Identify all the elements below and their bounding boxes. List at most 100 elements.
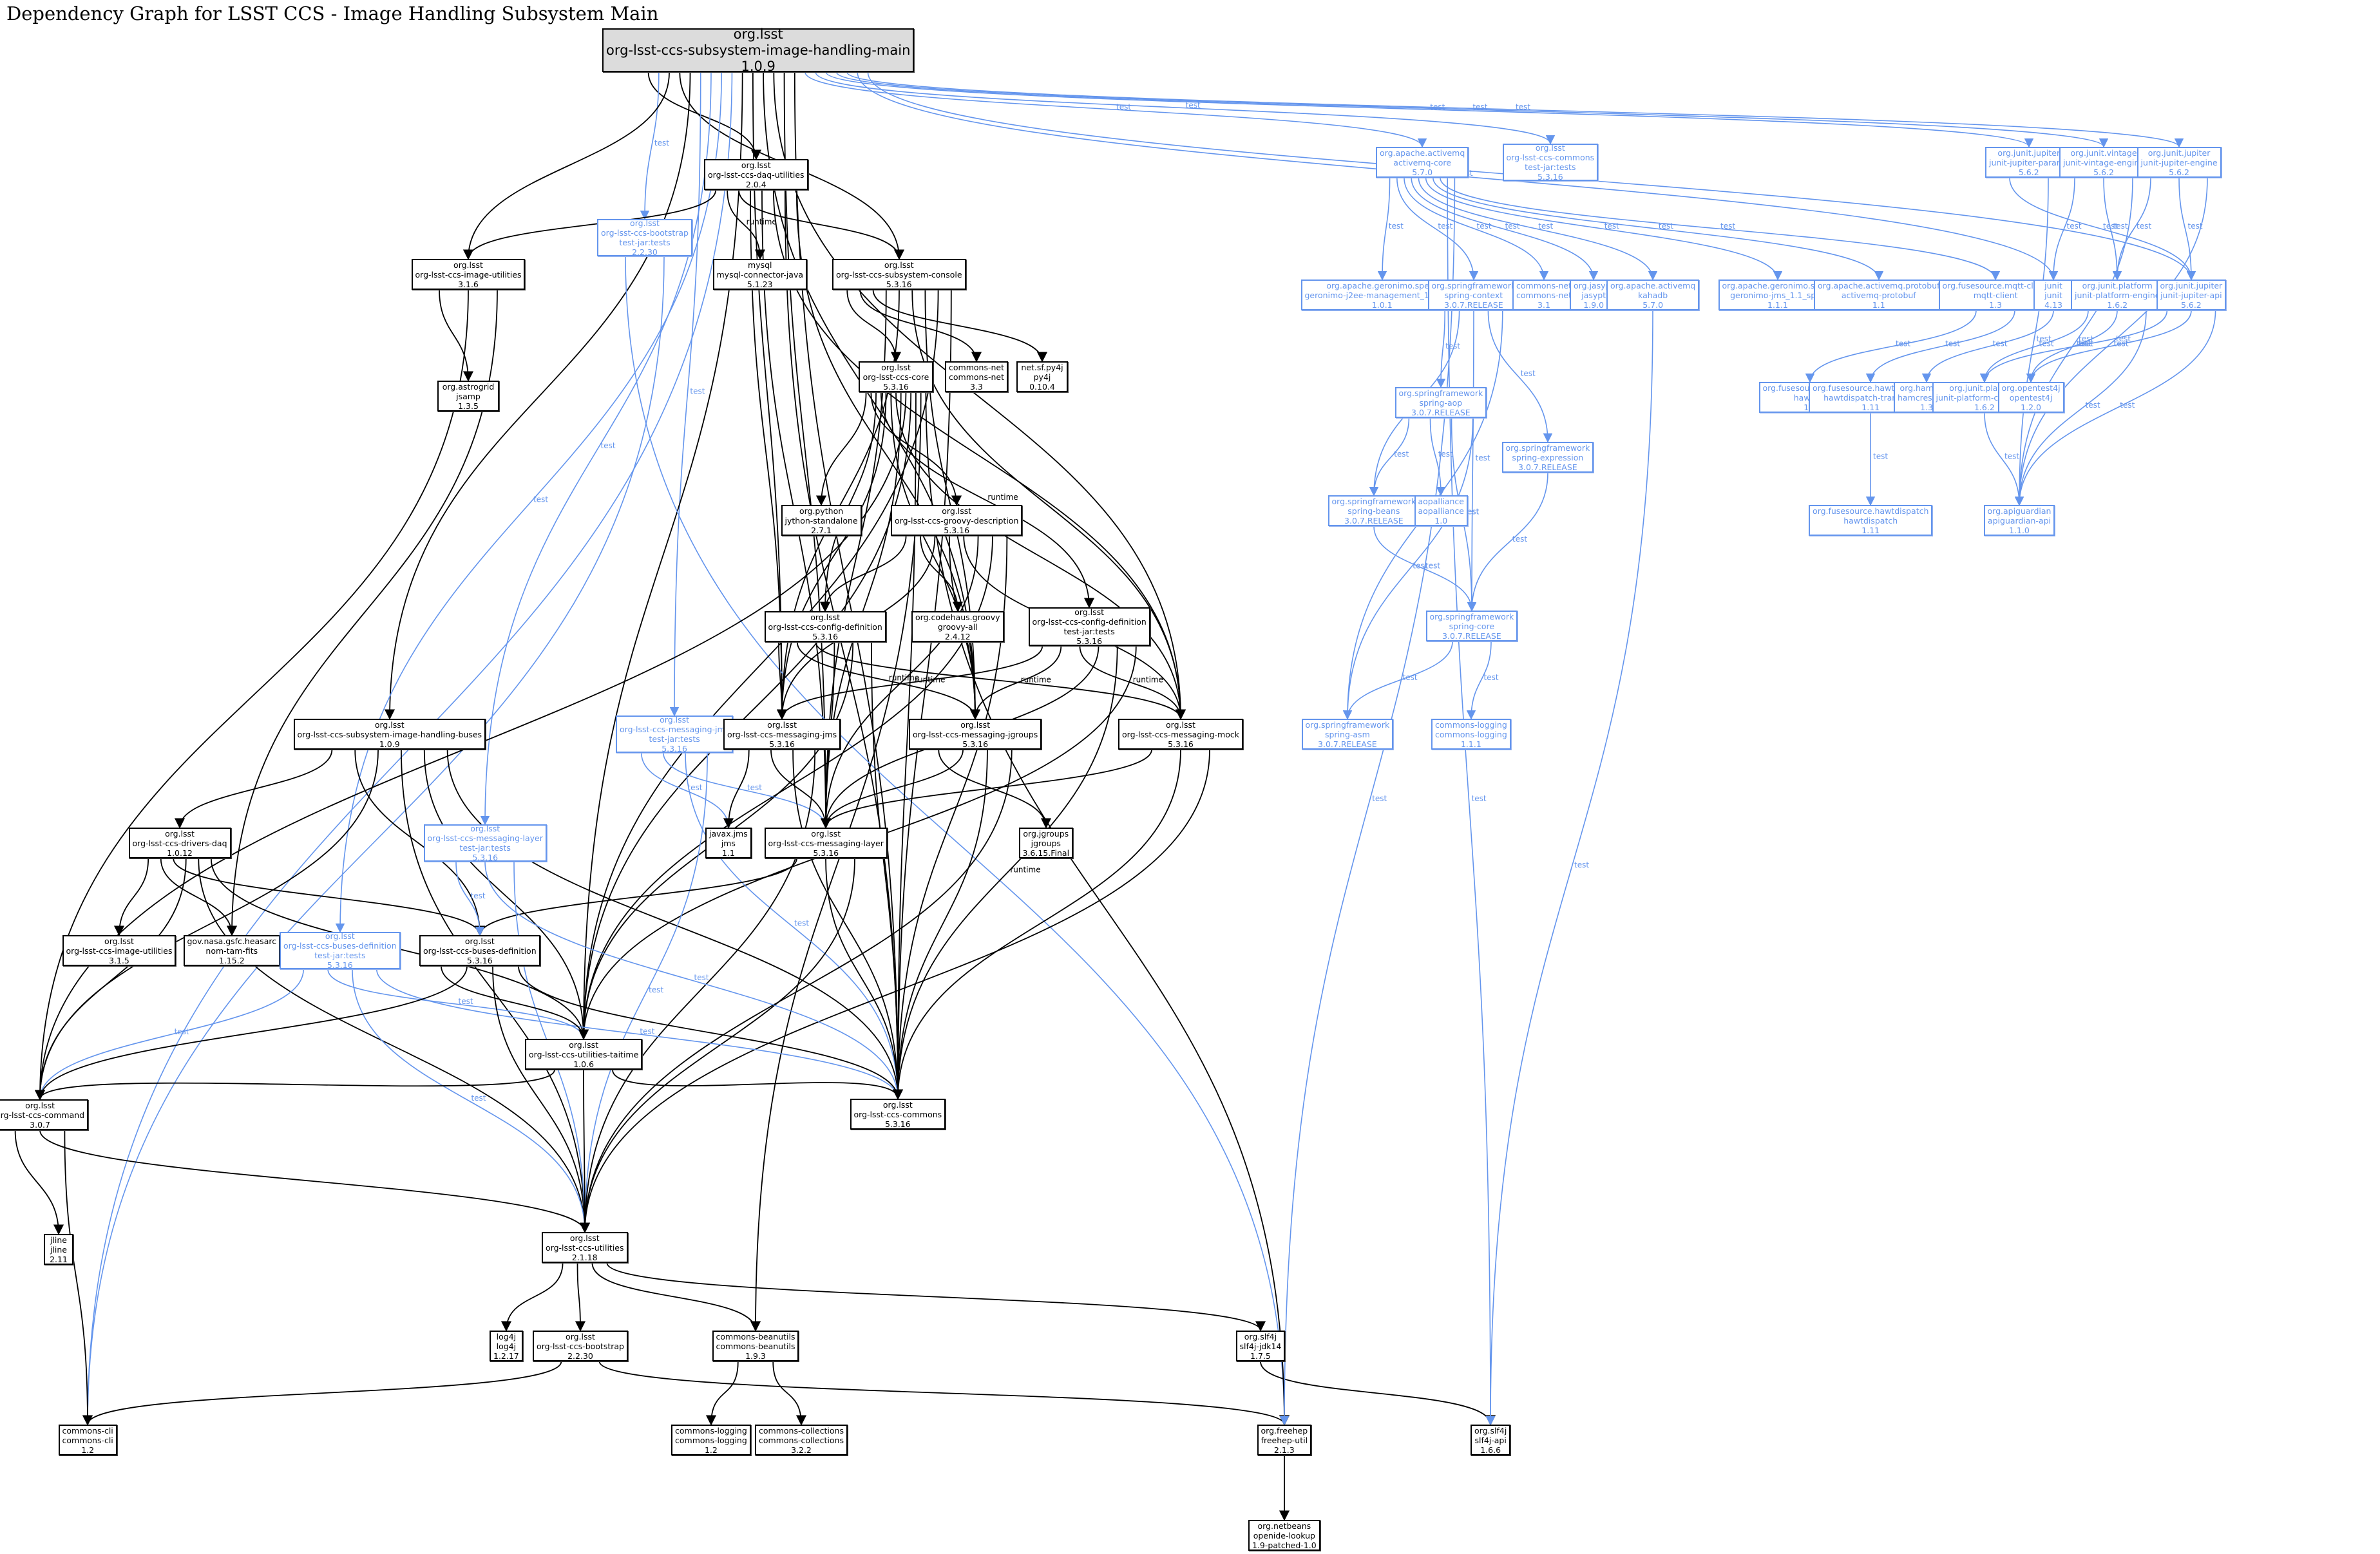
- node-label-line: log4j: [496, 1341, 517, 1351]
- dependency-edge-messaging-layer-tests-to-commons: [484, 861, 903, 1100]
- node-label-line: test-jar:tests: [459, 843, 511, 853]
- dependency-edge-kahadb-to-slf4j-api: [1485, 310, 1653, 1426]
- node-label-line: commons-collections: [759, 1435, 844, 1445]
- dependency-edge-core-to-jython: [815, 392, 867, 506]
- edge-label: test: [600, 441, 615, 450]
- dependency-edge-messaging-jgroups-to-messaging-layer: [820, 749, 964, 829]
- dependency-edge-subsystem-console-to-py4j: [872, 289, 1048, 363]
- edge-label: test: [1512, 535, 1527, 544]
- edge-label: test: [747, 783, 762, 792]
- dependency-edge-utilities-taitime-to-utilities: [579, 1069, 591, 1233]
- node-label-line: org.lsst: [741, 160, 771, 170]
- node-label-line: org.springframework: [1305, 719, 1390, 730]
- node-label-line: activemq-core: [1393, 157, 1451, 167]
- edge-label: runtime: [987, 493, 1018, 502]
- node-label-line: apiguardian-api: [1987, 515, 2052, 526]
- node-label-line: 3.0.7.RELEASE: [1344, 515, 1404, 526]
- node-label-line: 5.6.2: [2018, 167, 2039, 177]
- node-label-line: org.lsst: [660, 715, 690, 725]
- dependency-edge-spring-core-to-commons-logging-111: [1466, 641, 1492, 720]
- node-label-line: org-lsst-ccs-bootstrap: [537, 1341, 624, 1351]
- node-label-line: org-lsst-ccs-subsystem-image-handling-bu…: [297, 729, 482, 739]
- node-label-line: 3.0.7.RELEASE: [1411, 407, 1471, 417]
- node-label-line: 1.9.0: [1583, 299, 1604, 310]
- dependency-edge-buses-definition-tests-to-utilities: [352, 969, 590, 1233]
- node-label-line: org-lsst-ccs-commons: [853, 1109, 942, 1119]
- dependency-edge-messaging-mock-to-commons: [892, 749, 1181, 1100]
- edge-label: test: [1394, 450, 1409, 459]
- node-label-line: 5.7.0: [1642, 299, 1664, 310]
- edge-label: test: [1476, 453, 1490, 462]
- dependency-edge-config-definition-tests-to-messaging-jms: [776, 645, 1043, 720]
- node-label-line: 5.6.2: [2169, 167, 2189, 177]
- edge-label: test: [1472, 102, 1487, 111]
